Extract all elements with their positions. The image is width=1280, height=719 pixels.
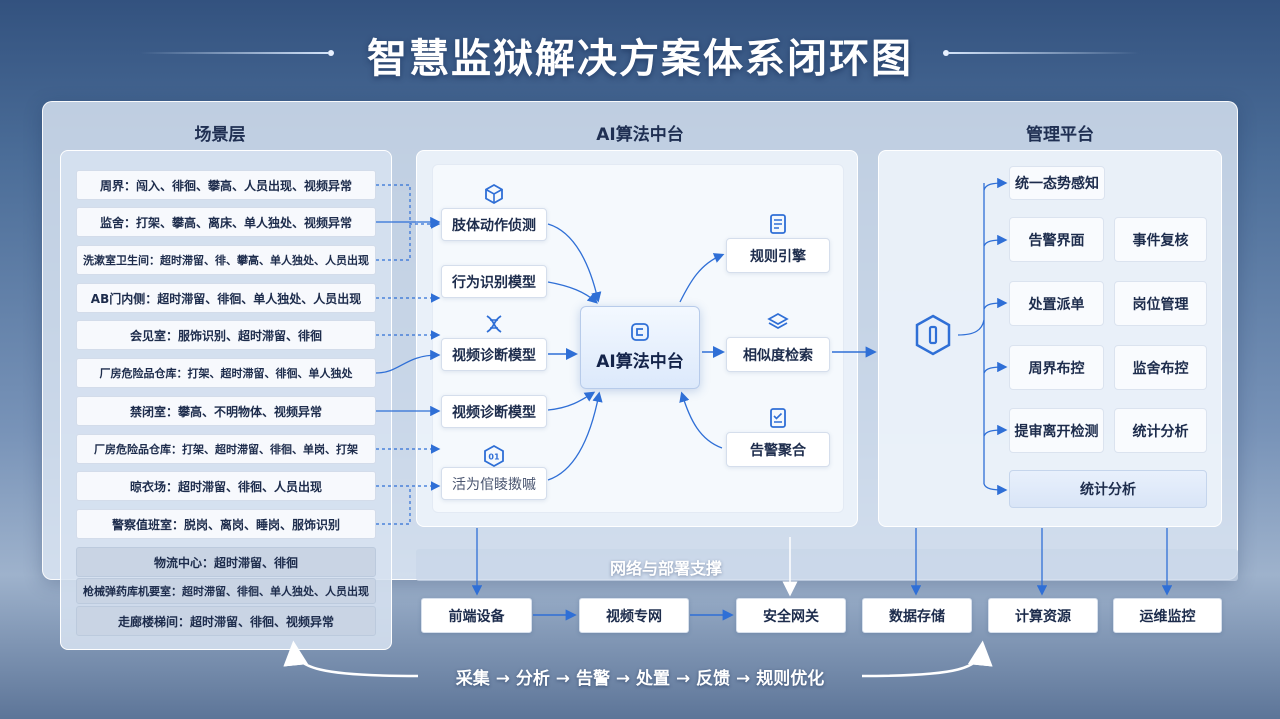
- scene-item-duty-room[interactable]: 警察值班室：脱岗、离岗、睡岗、服饰识别: [76, 509, 376, 539]
- chip-icon: [631, 323, 649, 341]
- model-behavior-recognition[interactable]: 行为识别模型: [441, 265, 547, 298]
- checklist-icon: [770, 408, 786, 428]
- alarm-aggregation-node[interactable]: 告警聚合: [726, 432, 830, 467]
- scene-layer-title: 场景层: [194, 125, 246, 145]
- scene-item-dormitory[interactable]: 监舍：打架、攀高、离床、单人独处、视频异常: [76, 207, 376, 237]
- scene-item-corridor[interactable]: 走廊楼梯间：超时滞留、徘徊、视频异常: [76, 606, 376, 636]
- post-management-node[interactable]: 岗位管理: [1114, 281, 1207, 326]
- ai-center-node[interactable]: [580, 306, 700, 389]
- dna-icon: [486, 315, 502, 333]
- closed-loop-text: 采集 → 分析 → 告警 → 处置 → 反馈 → 规则优化: [455, 669, 825, 689]
- management-platform-title: 管理平台: [1026, 125, 1094, 145]
- dormitory-control-node[interactable]: 监舍布控: [1114, 345, 1207, 390]
- ai-platform-title: AI算法中台: [596, 125, 684, 145]
- data-storage-node[interactable]: 数据存储: [862, 598, 972, 633]
- interrogation-leave-node[interactable]: 提审离开检测: [1009, 408, 1104, 453]
- scene-item-logistics[interactable]: 物流中心：超时滞留、徘徊: [76, 547, 376, 577]
- svg-text:01: 01: [488, 453, 500, 462]
- front-end-device-node[interactable]: 前端设备: [421, 598, 532, 633]
- model-blurred[interactable]: 活为倌睖擞嘁: [441, 467, 547, 500]
- scene-item-washroom[interactable]: 洗漱室卫生间：超时滞留、徘、攀高、单人独处、人员出现: [76, 245, 376, 275]
- statistics-wide-node[interactable]: 统计分析: [1009, 470, 1207, 508]
- ai-center-label: AI算法中台: [596, 352, 684, 372]
- situation-awareness-node[interactable]: 统一态势感知: [1009, 166, 1105, 200]
- title-deco-dot-right: [943, 50, 949, 56]
- model-video-diagnosis-2[interactable]: 视频诊断模型: [441, 395, 547, 428]
- layers-icon: [767, 313, 789, 329]
- scene-item-hazard-warehouse-2[interactable]: 厂房危险品仓库：打架、超时滞留、徘徊、单岗、打架: [76, 434, 376, 464]
- security-gateway-node[interactable]: 安全网关: [736, 598, 846, 633]
- rule-engine-node[interactable]: 规则引擎: [726, 238, 830, 273]
- scene-item-drying-yard[interactable]: 晾衣场：超时滞留、徘徊、人员出现: [76, 471, 376, 501]
- support-band: [416, 549, 1238, 581]
- compute-resource-node[interactable]: 计算资源: [988, 598, 1098, 633]
- event-review-node[interactable]: 事件复核: [1114, 217, 1207, 262]
- scene-item-armory[interactable]: 枪械弹药库机要室：超时滞留、徘徊、单人独处、人员出现: [76, 578, 376, 604]
- ops-monitoring-node[interactable]: 运维监控: [1113, 598, 1222, 633]
- video-network-node[interactable]: 视频专网: [579, 598, 689, 633]
- similarity-search-node[interactable]: 相似度检索: [726, 337, 830, 372]
- document-icon: [770, 214, 786, 234]
- statistics-node[interactable]: 统计分析: [1114, 408, 1207, 453]
- title-deco-line-right: [949, 52, 1139, 54]
- title-deco-line-left: [140, 52, 328, 54]
- scene-item-hazard-warehouse[interactable]: 厂房危险品仓库：打架、超时滞留、徘徊、单人独处: [76, 358, 376, 388]
- scene-item-ab-door[interactable]: AB门内侧：超时滞留、徘徊、单人独处、人员出现: [76, 283, 376, 313]
- support-label: 网络与部署支撑: [609, 559, 722, 578]
- scene-item-meeting-room[interactable]: 会见室：服饰识别、超时滞留、徘徊: [76, 320, 376, 350]
- model-limb-detection[interactable]: 肢体动作侦测: [441, 208, 547, 241]
- alarm-interface-node[interactable]: 告警界面: [1009, 217, 1104, 262]
- dm-badge-icon: 01: [484, 444, 504, 468]
- model-video-diagnosis[interactable]: 视频诊断模型: [441, 338, 547, 371]
- page-title: 智慧监狱解决方案体系闭环图: [367, 36, 913, 82]
- title-deco-dot-left: [328, 50, 334, 56]
- hexagon-logo-icon: [915, 314, 951, 356]
- perimeter-control-node[interactable]: 周界布控: [1009, 345, 1104, 390]
- cube-icon: [485, 183, 503, 205]
- dispatch-node[interactable]: 处置派单: [1009, 281, 1104, 326]
- scene-item-confinement[interactable]: 禁闭室：攀高、不明物体、视频异常: [76, 396, 376, 426]
- scene-item-perimeter[interactable]: 周界：闯入、徘徊、攀高、人员出现、视频异常: [76, 170, 376, 200]
